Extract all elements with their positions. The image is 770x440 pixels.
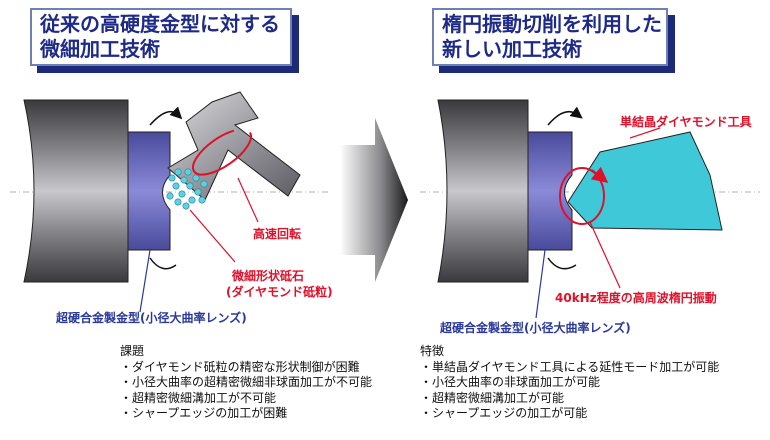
label-diamond-tool: 単結晶ダイヤモンド工具 bbox=[620, 114, 752, 129]
vibration-direction-arrow bbox=[590, 166, 609, 183]
elliptical-vibration-path bbox=[559, 167, 605, 225]
right-spindle bbox=[437, 99, 529, 283]
label-left-mold: 超硬合金製金型(小径大曲率レンズ) bbox=[55, 310, 247, 325]
left-mold-rotation-arrow bbox=[149, 106, 183, 126]
left-note-item: ・シャープエッジの加工が困難 bbox=[120, 406, 288, 420]
leader-right-mold bbox=[535, 249, 546, 319]
label-right-mold: 超硬合金製金型(小径大曲率レンズ) bbox=[439, 320, 631, 335]
high-speed-rotation-arrow bbox=[192, 128, 252, 176]
label-grinding-stone-1: 微細形状砥石 bbox=[231, 268, 304, 283]
left-illustration bbox=[10, 91, 330, 313]
right-note-item: ・シャープエッジの加工が可能 bbox=[420, 406, 588, 420]
left-title-box: 従来の高硬度金型に対する 微細加工技術 bbox=[30, 8, 292, 66]
right-title-box: 楕円振動切削を利用した 新しい加工技術 bbox=[432, 8, 668, 66]
left-issues-list: 課題 ・ダイヤモンド砥粒の精密な形状制御が困難 ・小径大曲率の超精密微細非球面加… bbox=[120, 344, 372, 422]
diamond-abrasive-grains bbox=[166, 168, 208, 210]
leader-high-speed bbox=[237, 177, 259, 223]
left-note-item: ・ダイヤモンド砥粒の精密な形状制御が困難 bbox=[120, 359, 360, 374]
label-elliptical-vibration: 40kHz程度の高周波楕円振動 bbox=[555, 290, 717, 305]
right-title-line-2: 新しい加工技術 bbox=[442, 37, 582, 61]
left-notes-heading: 課題 bbox=[120, 344, 145, 358]
leader-diamond-tool bbox=[629, 127, 661, 139]
left-title-line-1: 従来の高硬度金型に対する bbox=[40, 12, 280, 36]
right-notes-heading: 特徴 bbox=[420, 344, 445, 358]
right-mold-rotation-arrow bbox=[547, 106, 583, 126]
left-note-item: ・超精密微細溝加工が不可能 bbox=[120, 390, 277, 405]
left-spindle bbox=[23, 99, 129, 283]
transition-arrow bbox=[340, 118, 408, 282]
right-note-item: ・小径大曲率の非球面加工が可能 bbox=[420, 375, 601, 389]
label-grinding-stone-2: (ダイヤモンド砥粒) bbox=[226, 284, 333, 299]
left-title-line-2: 微細加工技術 bbox=[40, 37, 160, 61]
right-illustration bbox=[420, 99, 760, 319]
right-note-item: ・超精密微細溝加工が可能 bbox=[420, 390, 565, 405]
left-mold-rotation-arc bbox=[149, 257, 177, 270]
right-note-item: ・単結晶ダイヤモンド工具による延性モード加工が可能 bbox=[420, 359, 720, 374]
left-note-item: ・小径大曲率の超精密微細非球面加工が不可能 bbox=[120, 375, 373, 389]
leader-left-mold bbox=[139, 249, 151, 313]
right-features-list: 特徴 ・単結晶ダイヤモンド工具による延性モード加工が可能 ・小径大曲率の非球面加… bbox=[420, 344, 719, 422]
single-crystal-diamond-tool bbox=[567, 131, 723, 231]
right-title-line-1: 楕円振動切削を利用した bbox=[442, 12, 662, 36]
leader-vibration bbox=[589, 221, 621, 289]
right-mold-rotation-arc bbox=[547, 257, 577, 270]
grinding-wheel-tool bbox=[167, 91, 301, 201]
leader-grinding-stone bbox=[189, 209, 236, 263]
left-mold-block bbox=[127, 131, 171, 251]
label-high-speed-rotation: 高速回転 bbox=[253, 226, 301, 241]
right-mold-block bbox=[527, 131, 573, 251]
